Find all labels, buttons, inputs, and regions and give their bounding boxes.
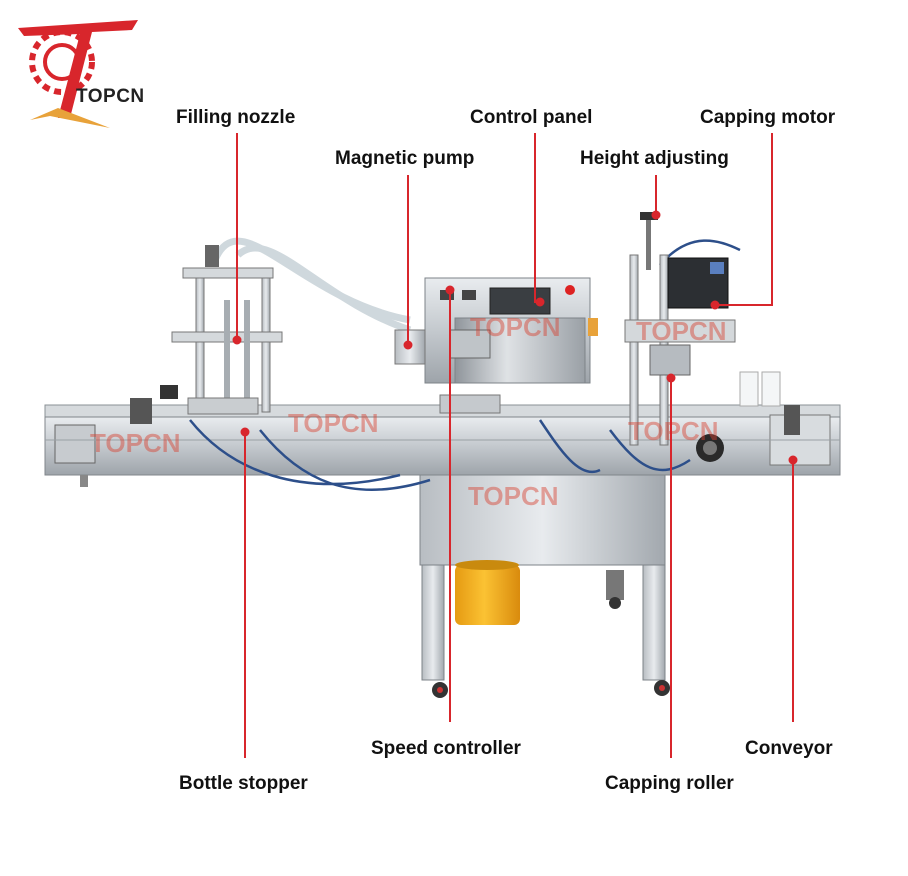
watermark-text: TOPCN (288, 408, 379, 438)
watermark-text: TOPCN (636, 316, 727, 346)
label-capping-motor: Capping motor (700, 107, 836, 128)
callout-lines (232, 133, 798, 758)
label-capping-roller: Capping roller (605, 773, 734, 794)
label-bottle-stopper: Bottle stopper (179, 773, 308, 794)
watermark-text: TOPCN (468, 481, 559, 511)
capping-station (624, 212, 800, 462)
watermark-text: TOPCN (470, 312, 561, 342)
topcn-logo (18, 20, 138, 128)
watermark-text: TOPCN (90, 428, 181, 458)
leader-capping-motor (715, 133, 773, 306)
leader-control-panel (534, 133, 540, 303)
label-conveyor: Conveyor (745, 738, 833, 759)
filling-station (130, 237, 412, 424)
label-height-adjusting: Height adjusting (580, 148, 729, 169)
control-box (394, 277, 598, 414)
watermark-text: TOPCN (628, 416, 719, 446)
label-control-panel: Control panel (470, 107, 593, 128)
cables (189, 239, 741, 492)
label-filling-nozzle: Filling nozzle (176, 107, 296, 128)
label-magnetic-pump: Magnetic pump (335, 148, 475, 169)
label-speed-controller: Speed controller (371, 738, 521, 759)
machine-frame (419, 469, 670, 698)
brand-name: TOPCN (76, 86, 145, 107)
